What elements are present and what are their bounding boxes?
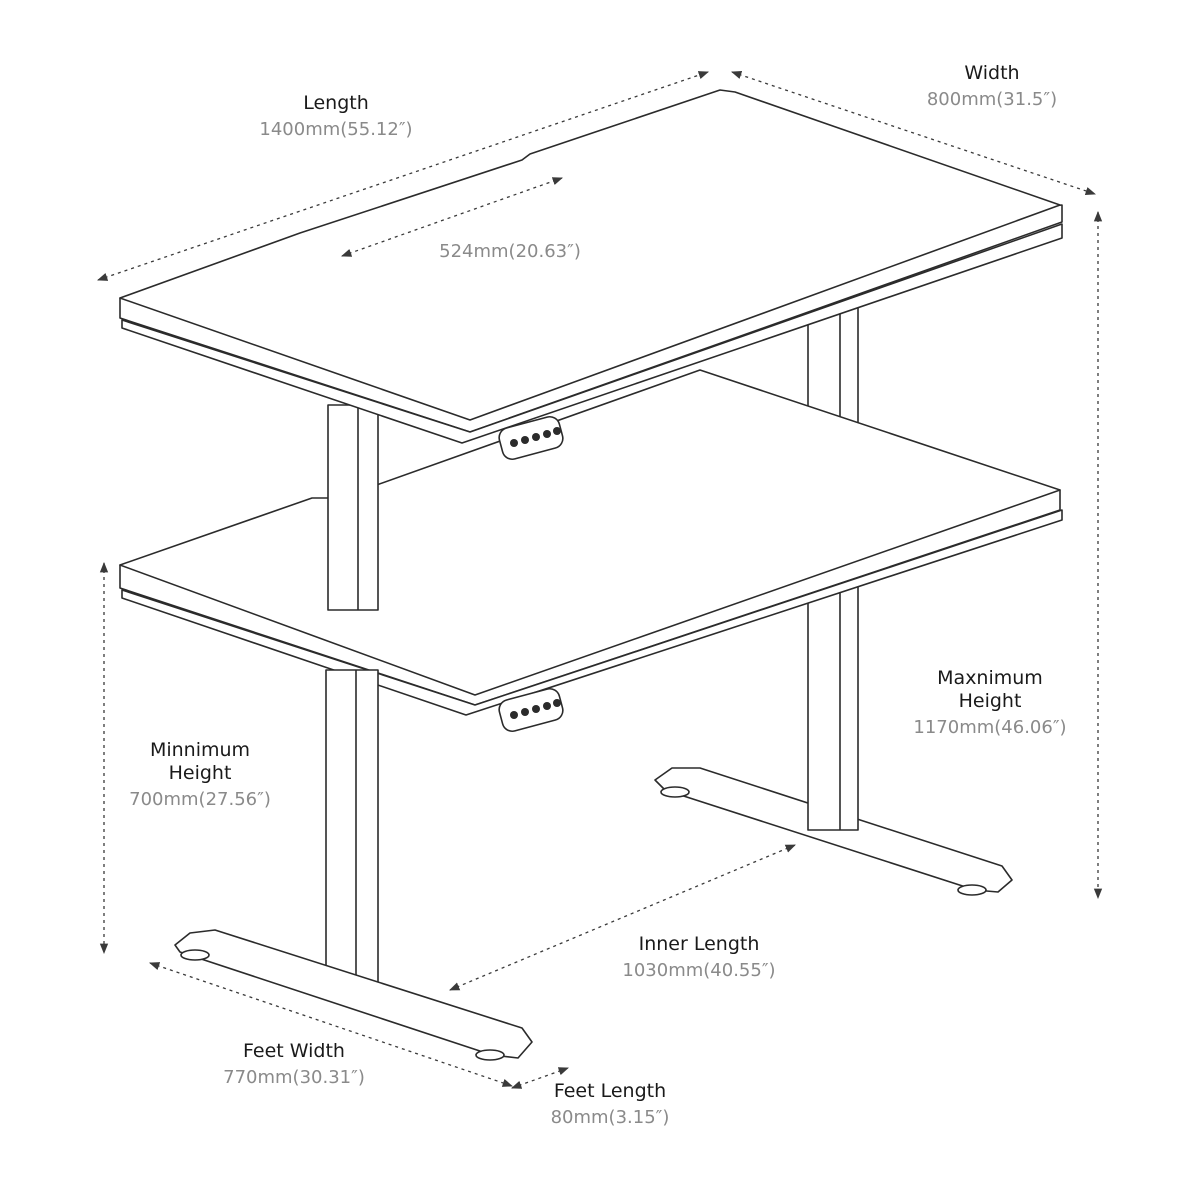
length-title: Length bbox=[303, 92, 369, 114]
min-height-title-line1: Minnimum bbox=[149, 739, 251, 761]
inner-length-title: Inner Length bbox=[638, 933, 760, 955]
lower-front-leg bbox=[325, 669, 379, 993]
raised-control-panel bbox=[498, 415, 564, 461]
raised-desktop bbox=[119, 89, 1063, 444]
feet-width-label: Feet Width 770mm(30.31″) bbox=[208, 1040, 380, 1088]
feet-length-label: Feet Length 80mm(3.15″) bbox=[530, 1080, 690, 1128]
length-label: Length 1400mm(55.12″) bbox=[250, 92, 422, 140]
width-dimension bbox=[731, 71, 1096, 195]
inner-length-value: 1030mm(40.55″) bbox=[622, 959, 776, 981]
max-height-label: Maxnimum Height 1170mm(46.06″) bbox=[900, 667, 1080, 738]
width-title: Width bbox=[964, 62, 1020, 84]
feet-length-title: Feet Length bbox=[553, 1080, 667, 1102]
width-value: 800mm(31.5″) bbox=[926, 88, 1058, 110]
min-height-title-line2: Height bbox=[168, 761, 232, 784]
length-dimension bbox=[97, 71, 709, 281]
cutout-label: 524mm(20.63″) bbox=[420, 237, 600, 263]
min-height-label: Minnimum Height 700mm(27.56″) bbox=[110, 739, 290, 810]
lower-control-panel bbox=[498, 687, 564, 733]
feet-length-value: 80mm(3.15″) bbox=[550, 1106, 670, 1128]
length-value: 1400mm(55.12″) bbox=[259, 118, 413, 140]
feet-width-value: 770mm(30.31″) bbox=[223, 1066, 365, 1088]
cutout-value: 524mm(20.63″) bbox=[439, 241, 581, 262]
inner-length-label: Inner Length 1030mm(40.55″) bbox=[604, 933, 794, 981]
lower-back-leg bbox=[807, 569, 859, 831]
feet-length-dimension bbox=[511, 1067, 569, 1089]
max-height-value: 1170mm(46.06″) bbox=[913, 716, 1067, 738]
min-height-value: 700mm(27.56″) bbox=[129, 788, 271, 810]
feet-width-title: Feet Width bbox=[243, 1040, 345, 1062]
raised-front-leg bbox=[327, 404, 379, 611]
max-height-title-line1: Maxnimum bbox=[937, 667, 1043, 689]
max-height-title-line2: Height bbox=[958, 689, 1022, 712]
width-label: Width 800mm(31.5″) bbox=[912, 62, 1072, 110]
feet-width-dimension bbox=[149, 962, 513, 1087]
lower-desktop bbox=[119, 369, 1063, 716]
